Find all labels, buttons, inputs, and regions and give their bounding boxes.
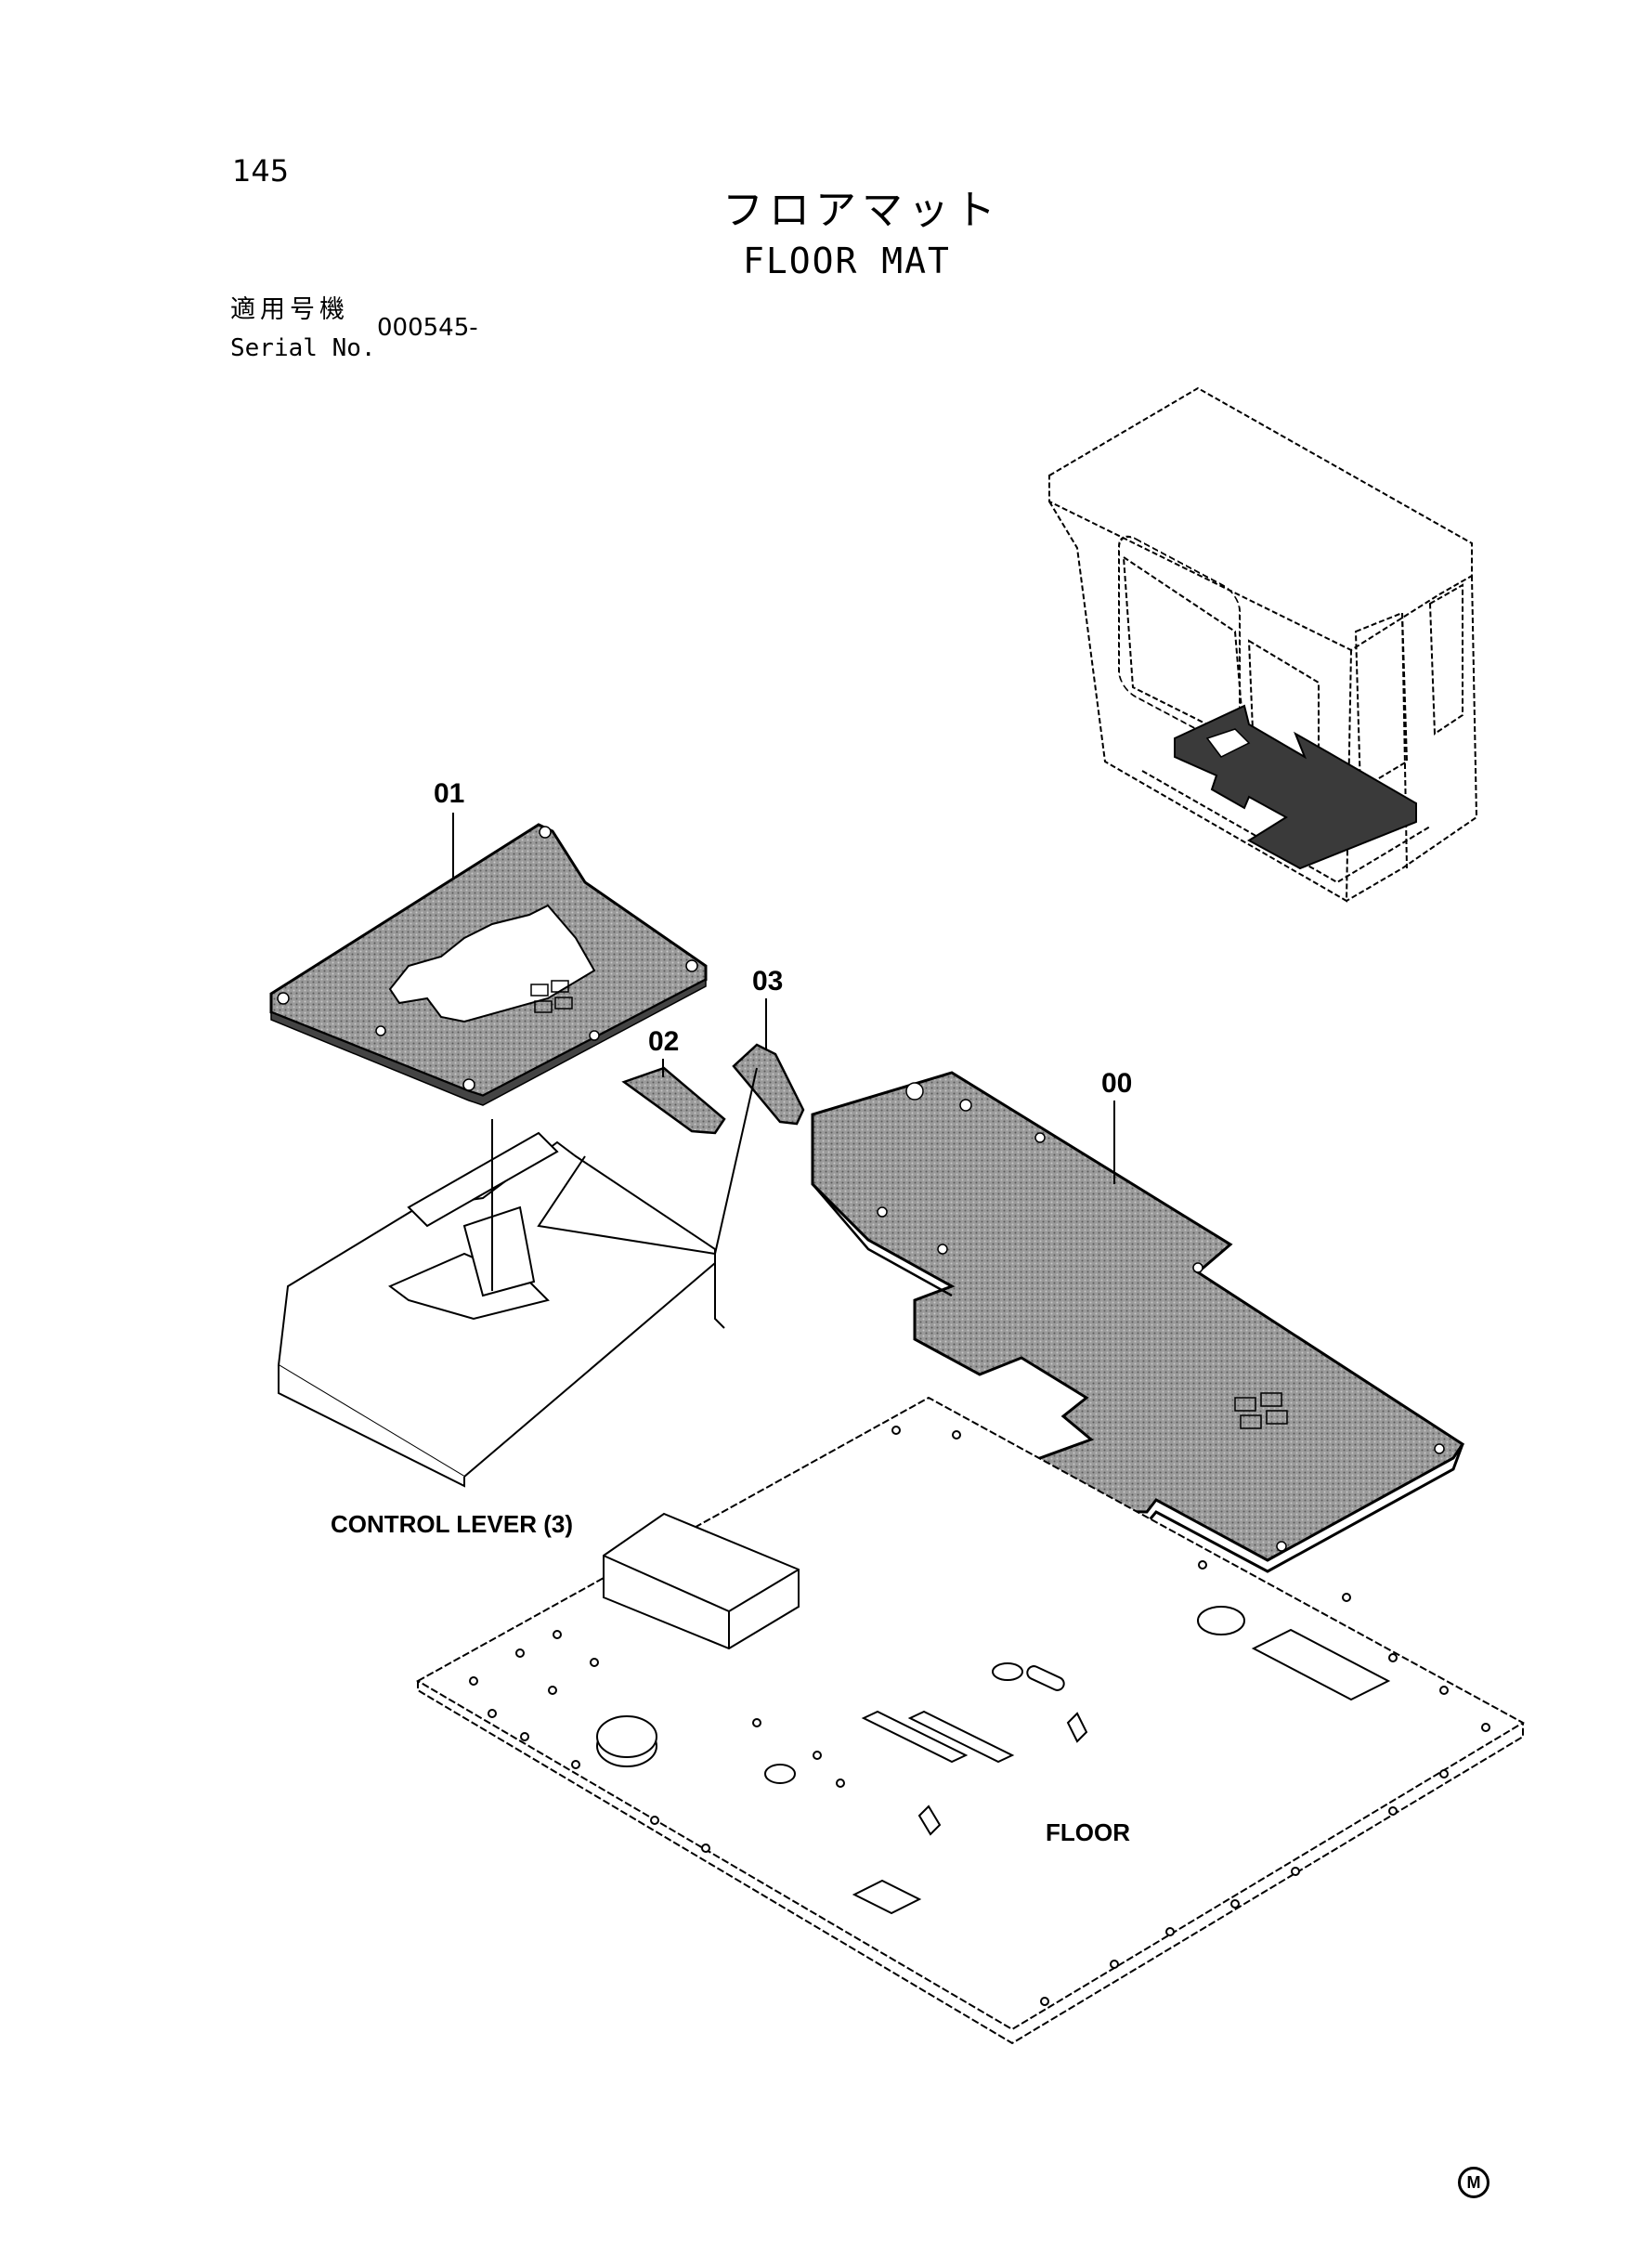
callout-02: 02 — [648, 1026, 680, 1057]
floor-plate-features — [469, 1426, 1490, 2006]
title-english: FLOOR MAT — [743, 241, 951, 281]
title-japanese: フロアマット — [722, 187, 1001, 234]
leader-line-02-stand — [537, 1155, 716, 1255]
page-number: 145 — [232, 153, 290, 189]
part-01-logo-icon — [530, 980, 573, 1013]
serial-label-japanese: 適用号機 — [230, 295, 349, 324]
serial-number-value: 000545- — [377, 314, 478, 342]
part-01-lever-mat — [269, 823, 708, 1106]
leader-line-03-stand — [714, 1067, 758, 1255]
serial-label-english: Serial No. — [230, 334, 376, 362]
circled-m-mark: M — [1458, 2167, 1489, 2198]
control-lever-stand — [277, 1131, 725, 1488]
part-02-pad — [621, 1066, 726, 1135]
part-03-pad — [732, 1043, 805, 1126]
callout-03: 03 — [752, 966, 784, 997]
cab-illustration — [1048, 386, 1478, 903]
part-00-logo-icon — [1234, 1392, 1288, 1429]
cab-floor-mat — [1174, 704, 1417, 870]
floor-label: FLOOR — [1046, 1818, 1130, 1846]
control-lever-label: CONTROL LEVER (3) — [331, 1510, 573, 1538]
callout-01: 01 — [434, 778, 465, 809]
callout-00: 00 — [1101, 1068, 1133, 1099]
